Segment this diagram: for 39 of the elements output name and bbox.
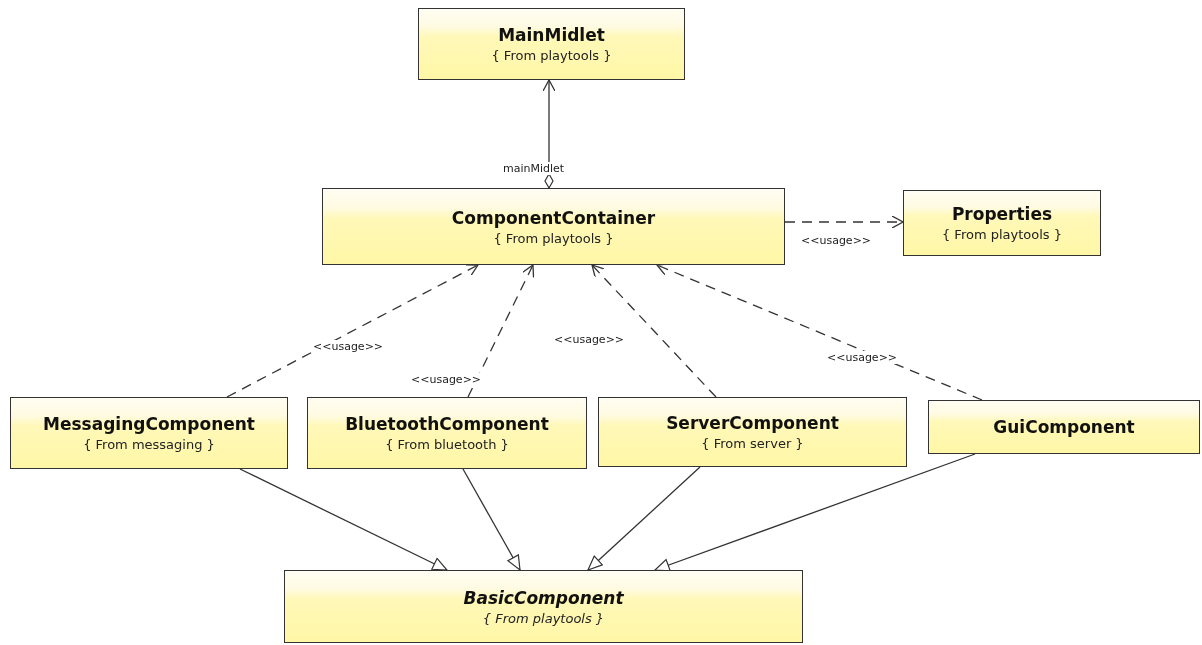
class-box	[418, 8, 685, 80]
dependency-arrow	[226, 264, 479, 398]
package-note: { From bluetooth }	[385, 437, 509, 452]
class-name: BluetoothComponent	[345, 414, 549, 434]
class-name: BasicComponent	[463, 587, 624, 608]
dependency-arrow	[467, 264, 535, 398]
generalization-arrow	[462, 468, 521, 571]
class-name: MessagingComponent	[43, 414, 255, 434]
association-arrow	[542, 79, 556, 189]
edge-label: <<usage>>	[312, 340, 385, 353]
generalization-arrow	[239, 468, 448, 571]
dependency-arrow	[656, 263, 983, 401]
class-name: GuiComponent	[993, 417, 1135, 437]
edge-label: <<usage>>	[553, 333, 626, 346]
class-name: MainMidlet	[498, 25, 605, 45]
class-box	[10, 397, 288, 469]
class-box	[928, 400, 1200, 454]
class-name: ServerComponent	[666, 413, 839, 433]
edge-label: <<usage>>	[800, 234, 873, 247]
class-box	[903, 190, 1101, 256]
generalization-arrow	[587, 466, 701, 571]
package-note: { From playtools }	[941, 227, 1063, 242]
edge-label: <<usage>>	[410, 373, 483, 386]
class-box	[322, 188, 785, 265]
class-box	[284, 570, 803, 643]
dependency-arrow	[784, 215, 904, 229]
package-note: { From messaging }	[83, 437, 215, 452]
class-name: Properties	[951, 204, 1053, 224]
class-name: ComponentContainer	[451, 207, 656, 228]
class-box	[307, 397, 587, 469]
dependency-arrow	[591, 264, 717, 398]
package-note: { From playtools }	[493, 230, 614, 246]
package-note: { From server }	[701, 436, 804, 451]
edge-label: mainMidlet	[502, 162, 566, 175]
class-box	[598, 397, 907, 467]
generalization-arrow	[654, 453, 976, 572]
package-note: { From playtools }	[491, 48, 612, 63]
edge-label: <<usage>>	[826, 351, 899, 364]
package-note: { From playtools }	[482, 610, 605, 626]
